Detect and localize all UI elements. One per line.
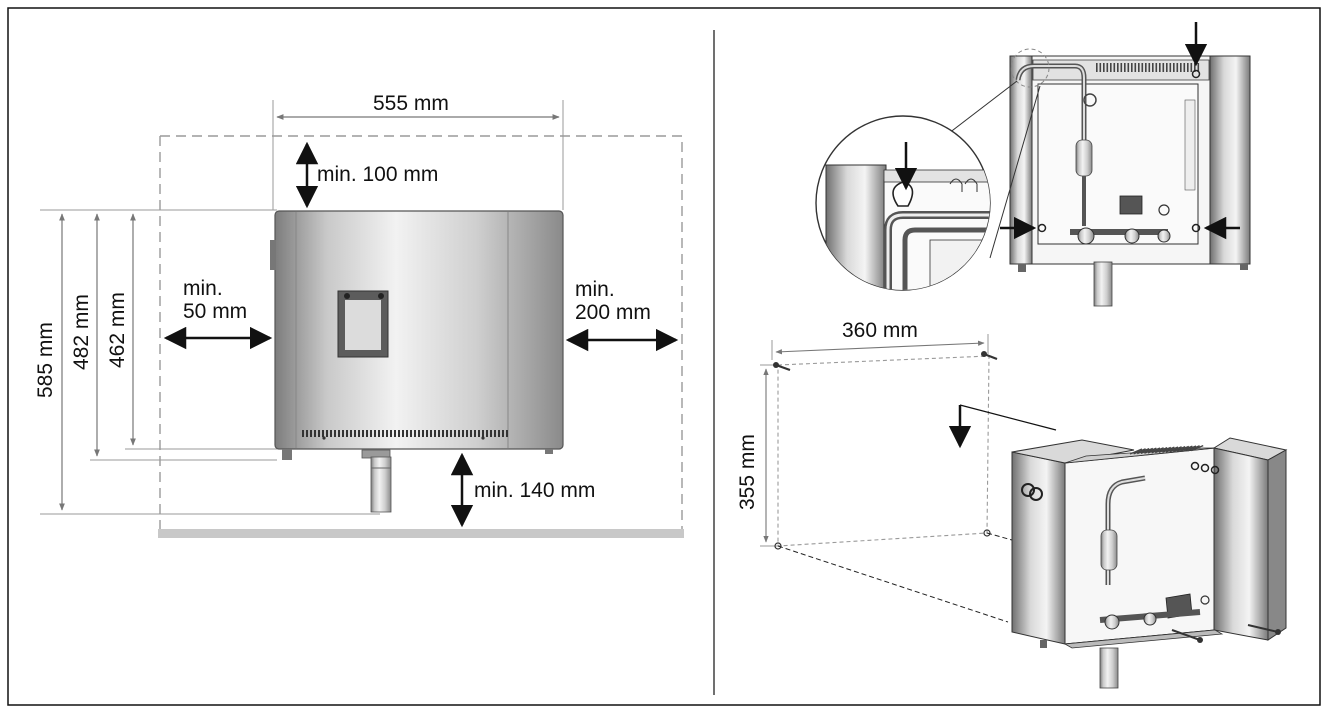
height-mount-label: 462 mm <box>106 292 129 368</box>
keyhole-slot <box>892 181 914 207</box>
hole-width-label: 360 mm <box>842 319 918 342</box>
steam-generator-front <box>270 210 564 513</box>
bottom-clearance-label: min. 140 mm <box>474 479 595 502</box>
floor-line <box>158 529 684 538</box>
filter <box>1075 139 1093 177</box>
clearance-zone <box>159 135 683 530</box>
detail-magnifier <box>815 115 991 291</box>
steam-generator-back-view <box>939 22 1251 307</box>
hole-width-dimension-line <box>775 340 985 355</box>
hole-outline <box>777 355 990 547</box>
steam-generator-3d <box>1011 437 1288 689</box>
height-body-label: 482 mm <box>70 294 93 370</box>
hole-height-label: 355 mm <box>736 434 759 510</box>
left-clearance-label-line1: min. <box>183 277 223 300</box>
screw-top-left <box>773 362 791 372</box>
top-clearance-label: min. 100 mm <box>317 163 438 186</box>
back-drain-pipe <box>1093 261 1113 307</box>
solenoid-valve <box>1119 195 1143 215</box>
wall-mounting-view: 360 mm 355 mm <box>736 22 1288 689</box>
back-plate <box>1037 83 1199 245</box>
outer-frame <box>7 7 1321 706</box>
front-view-clearances: 555 mm min. 100 mm min. 50 mm min. 200 m… <box>34 92 684 538</box>
drain-pipe <box>370 456 392 513</box>
left-clearance-label-line2: 50 mm <box>183 300 247 323</box>
screw-top-right <box>981 351 998 361</box>
side-handle <box>270 240 276 270</box>
detail-callout-source <box>1010 48 1050 88</box>
right-clearance-label-line1: min. <box>575 278 615 301</box>
vent-grille <box>302 430 508 437</box>
right-clearance-label-line2: 200 mm <box>575 301 651 324</box>
height-total-label: 585 mm <box>34 322 57 398</box>
width-label: 555 mm <box>373 92 449 115</box>
